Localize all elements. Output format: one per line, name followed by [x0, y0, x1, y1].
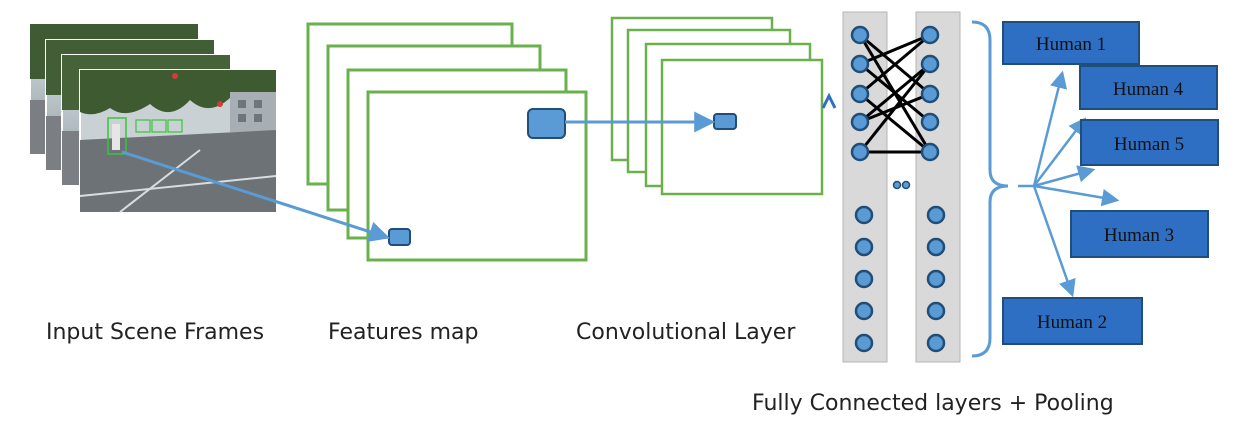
ellipsis-dots [892, 180, 911, 190]
features-map-stack [306, 22, 588, 262]
output-human-3: Human 3 [1070, 210, 1209, 258]
neuron-node [854, 301, 874, 321]
caption-input-frames: Input Scene Frames [46, 320, 264, 345]
neuron-node [926, 269, 946, 289]
output-human-4: Human 4 [1079, 65, 1218, 110]
fc-nodes-right [920, 25, 946, 353]
output-label: Human 2 [1037, 312, 1107, 333]
neuron-node [850, 25, 870, 45]
output-label: Human 3 [1104, 225, 1174, 246]
output-label: Human 5 [1114, 134, 1184, 155]
output-human-2: Human 2 [1002, 297, 1143, 345]
conv-map [660, 58, 824, 196]
conv-patch [713, 113, 737, 130]
output-arrows [1018, 70, 1120, 298]
neuron-node [926, 205, 946, 225]
neuron-node [920, 84, 940, 104]
fc-connections [858, 33, 932, 154]
feature-patch-small [388, 228, 411, 246]
fc-nodes-left [850, 25, 874, 353]
fully-connected-layers [842, 11, 961, 363]
convolutional-layer-stack [610, 16, 824, 196]
neuron-node [920, 112, 940, 132]
output-label: Human 1 [1036, 34, 1106, 55]
neuron-node [920, 25, 940, 45]
neuron-node [920, 142, 940, 162]
frame-to-feature-arrow [121, 150, 390, 242]
neuron-node [850, 142, 870, 162]
neuron-node [854, 269, 874, 289]
output-human-1: Human 1 [1002, 21, 1140, 65]
feature-patch-large [527, 108, 566, 139]
caption-features-map: Features map [328, 320, 478, 345]
output-bracket [971, 20, 1009, 358]
caption-conv-layer: Convolutional Layer [576, 320, 796, 345]
neuron-node [926, 333, 946, 353]
neuron-node [854, 333, 874, 353]
neuron-node [850, 112, 870, 132]
neuron-node [850, 54, 870, 74]
small-arrow-glyph [821, 92, 837, 109]
input-scene-frames [29, 23, 277, 213]
neuron-node [920, 54, 940, 74]
output-human-5: Human 5 [1080, 119, 1219, 166]
neuron-node [926, 301, 946, 321]
neuron-node [854, 205, 874, 225]
output-label: Human 4 [1113, 79, 1184, 100]
caption-fc-pooling: Fully Connected layers + Pooling [752, 391, 1114, 416]
neuron-node [854, 237, 874, 257]
neuron-node [926, 237, 946, 257]
neuron-node [850, 84, 870, 104]
